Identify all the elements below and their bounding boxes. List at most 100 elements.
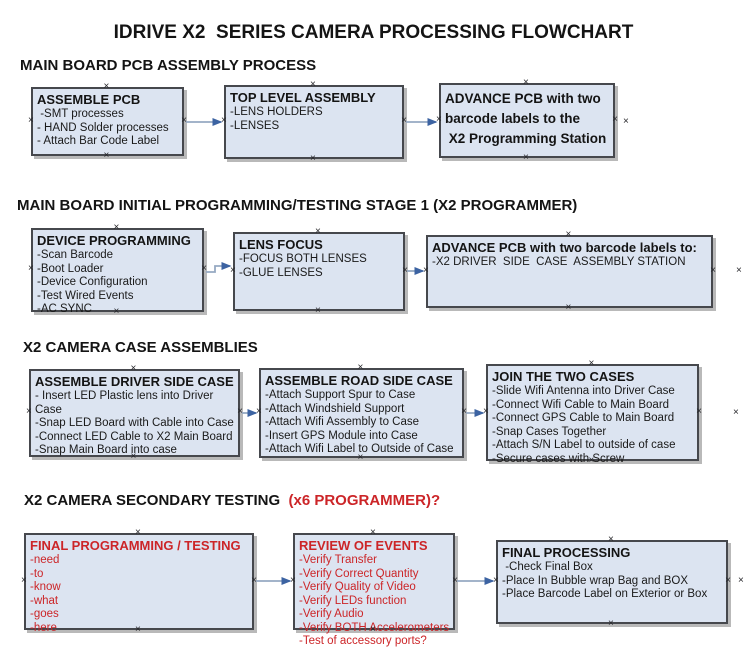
flow-box-item: -Test of accessory ports? (299, 635, 427, 647)
flow-box-items: -need-to-know-what-goes-here (26, 554, 252, 635)
flow-box-item: -Verify LEDs function (299, 594, 407, 607)
section-header-case-assemblies: X2 CAMERA CASE ASSEMBLIES (23, 339, 258, 356)
flow-box-final-processing: FINAL PROCESSING -Check Final Box-Place … (493, 535, 731, 629)
anchor-mark: × (623, 116, 629, 127)
anchor-mark: × (310, 153, 316, 164)
flow-box-item: -to (30, 567, 44, 580)
page-title: IDRIVE X2 SERIES CAMERA PROCESSING FLOWC… (113, 22, 634, 43)
flow-box-title: ASSEMBLE PCB (37, 92, 141, 107)
anchor-mark: × (710, 264, 716, 276)
flow-box-item: -Snap LED Board with Cable into Case (35, 417, 234, 429)
flow-box-item: -Verify Correct Quantity (299, 567, 419, 580)
section-header-pcb-assembly: MAIN BOARD PCB ASSEMBLY PROCESS (20, 57, 317, 74)
anchor-mark: × (736, 265, 742, 276)
section-header-secondary-testing-red: (x6 PROGRAMMER)? (280, 492, 441, 509)
flow-box-item: -Secure cases with Screw (492, 452, 625, 465)
flow-box-advance-pcb-programming-station: ADVANCE PCB with two barcode labels to t… (436, 78, 618, 163)
flow-box-item: -AC SYNC (37, 303, 92, 315)
flow-box-review-of-events: REVIEW OF EVENTS -Verify Transfer-Verify… (290, 528, 458, 648)
anchor-mark: × (401, 115, 407, 126)
flow-box-item: -Device Configuration (37, 276, 148, 288)
flow-box-items: -FOCUS BOTH LENSES-GLUE LENSES (235, 253, 403, 280)
flow-box-item: - Insert LED Plastic lens into Driver Ca… (35, 390, 217, 416)
flow-box-item: -Connect Wifi Cable to Main Board (492, 398, 670, 411)
anchor-mark: × (565, 302, 572, 313)
flow-box-item: -SMT processes (37, 108, 124, 120)
anchor-mark: × (402, 264, 408, 276)
flow-box-item: - HAND Solder processes (37, 121, 169, 134)
flow-box-item: -need (30, 554, 60, 566)
flow-box-assemble-pcb: ASSEMBLE PCB -SMT processes- HAND Solder… (28, 82, 187, 161)
flow-box-title: JOIN THE TWO CASES (492, 369, 635, 384)
flow-box-advance-pcb-driver-side: ADVANCE PCB with two barcode labels to: … (423, 230, 716, 313)
flow-box-item: -goes (30, 608, 59, 620)
flow-box-item: -Snap Main Board into case (35, 444, 177, 456)
flow-box-title: ASSEMBLE DRIVER SIDE CASE (35, 374, 234, 389)
flow-box-item: -Attach S/N Label to outside of case (492, 439, 676, 451)
flow-box-title: ADVANCE PCB with two barcode labels to: (432, 240, 697, 255)
flow-box-item: -Connect GPS Cable to Main Board (492, 412, 675, 424)
flow-box-assemble-road-side-case: ASSEMBLE ROAD SIDE CASE -Attach Support … (256, 363, 467, 463)
flow-box-final-programming-testing: FINAL PROGRAMMING / TESTING -need-to-kno… (21, 528, 257, 635)
flow-box-items: -LENS HOLDERS-LENSES (226, 106, 402, 133)
flow-box-top-level-assembly: TOP LEVEL ASSEMBLY -LENS HOLDERS-LENSES … (221, 80, 407, 164)
flow-box-item: -Attach Windshield Support (265, 402, 405, 415)
anchor-mark: × (738, 575, 744, 586)
flow-box-item: -Attach Wifi Label to Outside of Case (265, 443, 454, 455)
flow-box-item: -Verify Transfer (299, 554, 377, 566)
anchor-mark: × (461, 406, 467, 417)
section-header-initial-programming: MAIN BOARD INITIAL PROGRAMMING/TESTING S… (17, 197, 578, 214)
flow-box-item: -Verify BOTH Accelerometers (299, 621, 450, 634)
flow-box-item: -Check Final Box (502, 561, 593, 573)
flow-box-title: ADVANCE PCB with two barcode labels to t… (445, 91, 607, 146)
flow-box-item: -Verify Quality of Video (299, 581, 416, 593)
flow-box-title: ASSEMBLE ROAD SIDE CASE (265, 373, 453, 388)
anchor-mark: × (237, 406, 243, 417)
anchor-mark: × (733, 407, 739, 418)
flow-box-item: -Insert GPS Module into Case (265, 429, 418, 442)
anchor-mark: × (201, 263, 207, 274)
anchor-mark: × (315, 305, 321, 316)
flow-box-item: -LENS HOLDERS (230, 106, 323, 118)
flow-box-item: -Boot Loader (37, 262, 104, 275)
flow-box-item: -LENSES (230, 119, 280, 132)
anchor-mark: × (523, 152, 529, 163)
flow-box-item: -Scan Barcode (37, 249, 114, 261)
flow-box-items: -Scan Barcode-Boot Loader-Device Configu… (33, 249, 202, 317)
flow-box-items: -Slide Wifi Antenna into Driver Case-Con… (488, 385, 697, 466)
flow-box-item: - Attach Bar Code Label (37, 135, 160, 147)
anchor-mark: × (103, 150, 110, 161)
arrow-r2b1-r2b2 (206, 262, 232, 273)
flow-box-title: FINAL PROCESSING (502, 545, 631, 560)
flow-box-item: -Snap Cases Together (492, 425, 607, 438)
flow-box-title: DEVICE PROGRAMMING (37, 233, 191, 248)
flow-box-item: -Place In Bubble wrap Bag and BOX (502, 574, 689, 587)
flow-box-title: TOP LEVEL ASSEMBLY (230, 90, 376, 105)
flow-box-item: -know (30, 581, 61, 593)
section-header-secondary-testing: X2 CAMERA SECONDARY TESTING (x6 PROGRAMM… (24, 492, 440, 509)
flow-box-items: -SMT processes- HAND Solder processes- A… (33, 108, 182, 149)
flow-box-item: -here (30, 621, 57, 634)
flow-box-item: -Test Wired Events (37, 289, 134, 302)
anchor-mark: × (452, 574, 458, 586)
anchor-mark: × (251, 574, 257, 586)
flow-box-item: -GLUE LENSES (239, 266, 323, 279)
flow-box-item: -what (30, 594, 59, 607)
flow-box-device-programming: DEVICE PROGRAMMING -Scan Barcode-Boot Lo… (28, 223, 207, 317)
flow-box-title: FINAL PROGRAMMING / TESTING (30, 538, 241, 553)
flow-box-items: - Insert LED Plastic lens into Driver Ca… (31, 390, 238, 458)
flow-box-join-the-two-cases: JOIN THE TWO CASES -Slide Wifi Antenna i… (483, 359, 702, 466)
flow-box-items: -X2 DRIVER SIDE CASE ASSEMBLY STATION (428, 256, 711, 270)
section-header-secondary-testing-black: X2 CAMERA SECONDARY TESTING (24, 492, 281, 509)
flow-box-item: -Place Barcode Label on Exterior or Box (502, 588, 708, 600)
anchor-mark: × (725, 575, 731, 586)
flow-box-title: LENS FOCUS (239, 237, 323, 252)
anchor-mark: × (612, 113, 618, 125)
flow-box-item: -Attach Wifi Assembly to Case (265, 416, 420, 428)
flow-box-assemble-driver-side-case: ASSEMBLE DRIVER SIDE CASE - Insert LED P… (26, 364, 243, 462)
flow-box-lens-focus: LENS FOCUS -FOCUS BOTH LENSES-GLUE LENSE… (230, 227, 408, 316)
flow-box-item: -Attach Support Spur to Case (265, 389, 416, 401)
flow-box-item: -Slide Wifi Antenna into Driver Case (492, 385, 675, 397)
anchor-mark: × (608, 618, 614, 629)
